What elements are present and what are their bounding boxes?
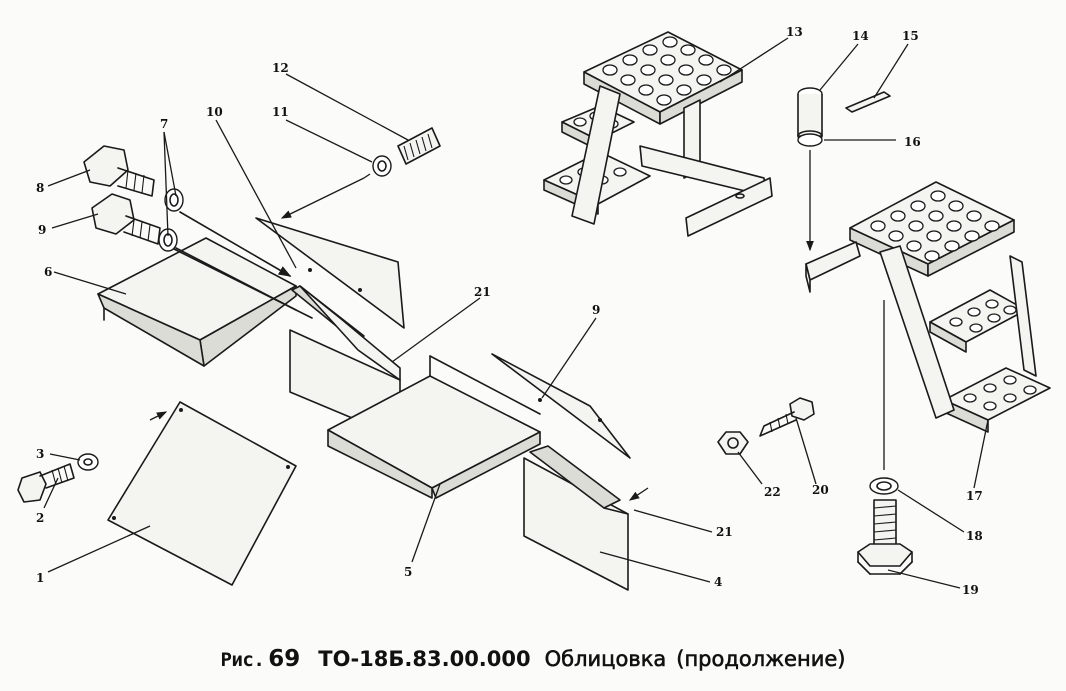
part-8-bolt: [83, 145, 155, 197]
callout-9-left: 9: [38, 223, 46, 237]
callout-20: 20: [812, 483, 829, 497]
part-10-gusset: [255, 177, 405, 329]
callout-19: 19: [962, 583, 979, 597]
figure-note: (продолжение): [676, 647, 846, 672]
part-17-step-assembly: [805, 181, 1051, 470]
figure-title: Облицовка: [544, 647, 667, 672]
part-14-pin: [797, 87, 823, 142]
callout-1: 1: [36, 571, 44, 585]
callout-7: 7: [160, 117, 168, 131]
part-19-bolt: [857, 499, 913, 575]
callout-12: 12: [272, 61, 289, 75]
part-1-plate: [107, 401, 297, 586]
part-20-bolt: [759, 397, 815, 437]
callout-15: 15: [902, 29, 919, 43]
part-3-washer: [77, 453, 99, 471]
part-5-shelf: [327, 355, 541, 499]
part-9-gusset: [491, 353, 631, 459]
part-11-washer: [363, 155, 392, 179]
callout-2: 2: [36, 511, 44, 525]
part-6-shelf: [97, 237, 297, 367]
part-9-bolt-left: [91, 193, 161, 245]
callout-6: 6: [44, 265, 52, 279]
callout-22: 22: [764, 485, 781, 499]
callout-21-lower: 21: [716, 525, 733, 539]
callout-21-upper: 21: [474, 285, 491, 299]
part-12-spring: [397, 127, 441, 165]
callout-3: 3: [36, 447, 44, 461]
part-15-cotter-pin: [845, 91, 891, 113]
callout-16: 16: [904, 135, 921, 149]
drawing-code: ТО-18Б.83.00.000: [318, 647, 531, 671]
figure-prefix: Рис.: [220, 649, 265, 671]
part-22-nut: [717, 431, 749, 455]
callout-10: 10: [206, 105, 223, 119]
part-16-washer: [797, 133, 823, 252]
part-4-bracket: [523, 445, 649, 591]
figure-number: 69: [268, 646, 301, 672]
callout-8: 8: [36, 181, 44, 195]
callout-numbers: 1 2 3 4 5 6 7 8 9 9 10 11 12 13 14 15 16…: [36, 25, 983, 597]
part-18-washer: [869, 477, 899, 495]
callout-13: 13: [786, 25, 803, 39]
callout-9-center: 9: [592, 303, 600, 317]
callout-17: 17: [966, 489, 983, 503]
callout-18: 18: [966, 529, 983, 543]
callout-14: 14: [852, 29, 869, 43]
callout-11: 11: [272, 105, 289, 119]
callout-4: 4: [714, 575, 722, 589]
part-7-washers: [158, 188, 184, 252]
part-13-step-assembly: [543, 31, 773, 237]
figure-caption: Рис.69 ТО-18Б.83.00.000 Облицовка (продолже…: [0, 646, 1066, 672]
callout-leaders: [43, 37, 989, 589]
callout-5: 5: [404, 565, 412, 579]
part-2-bolt: [17, 463, 75, 503]
